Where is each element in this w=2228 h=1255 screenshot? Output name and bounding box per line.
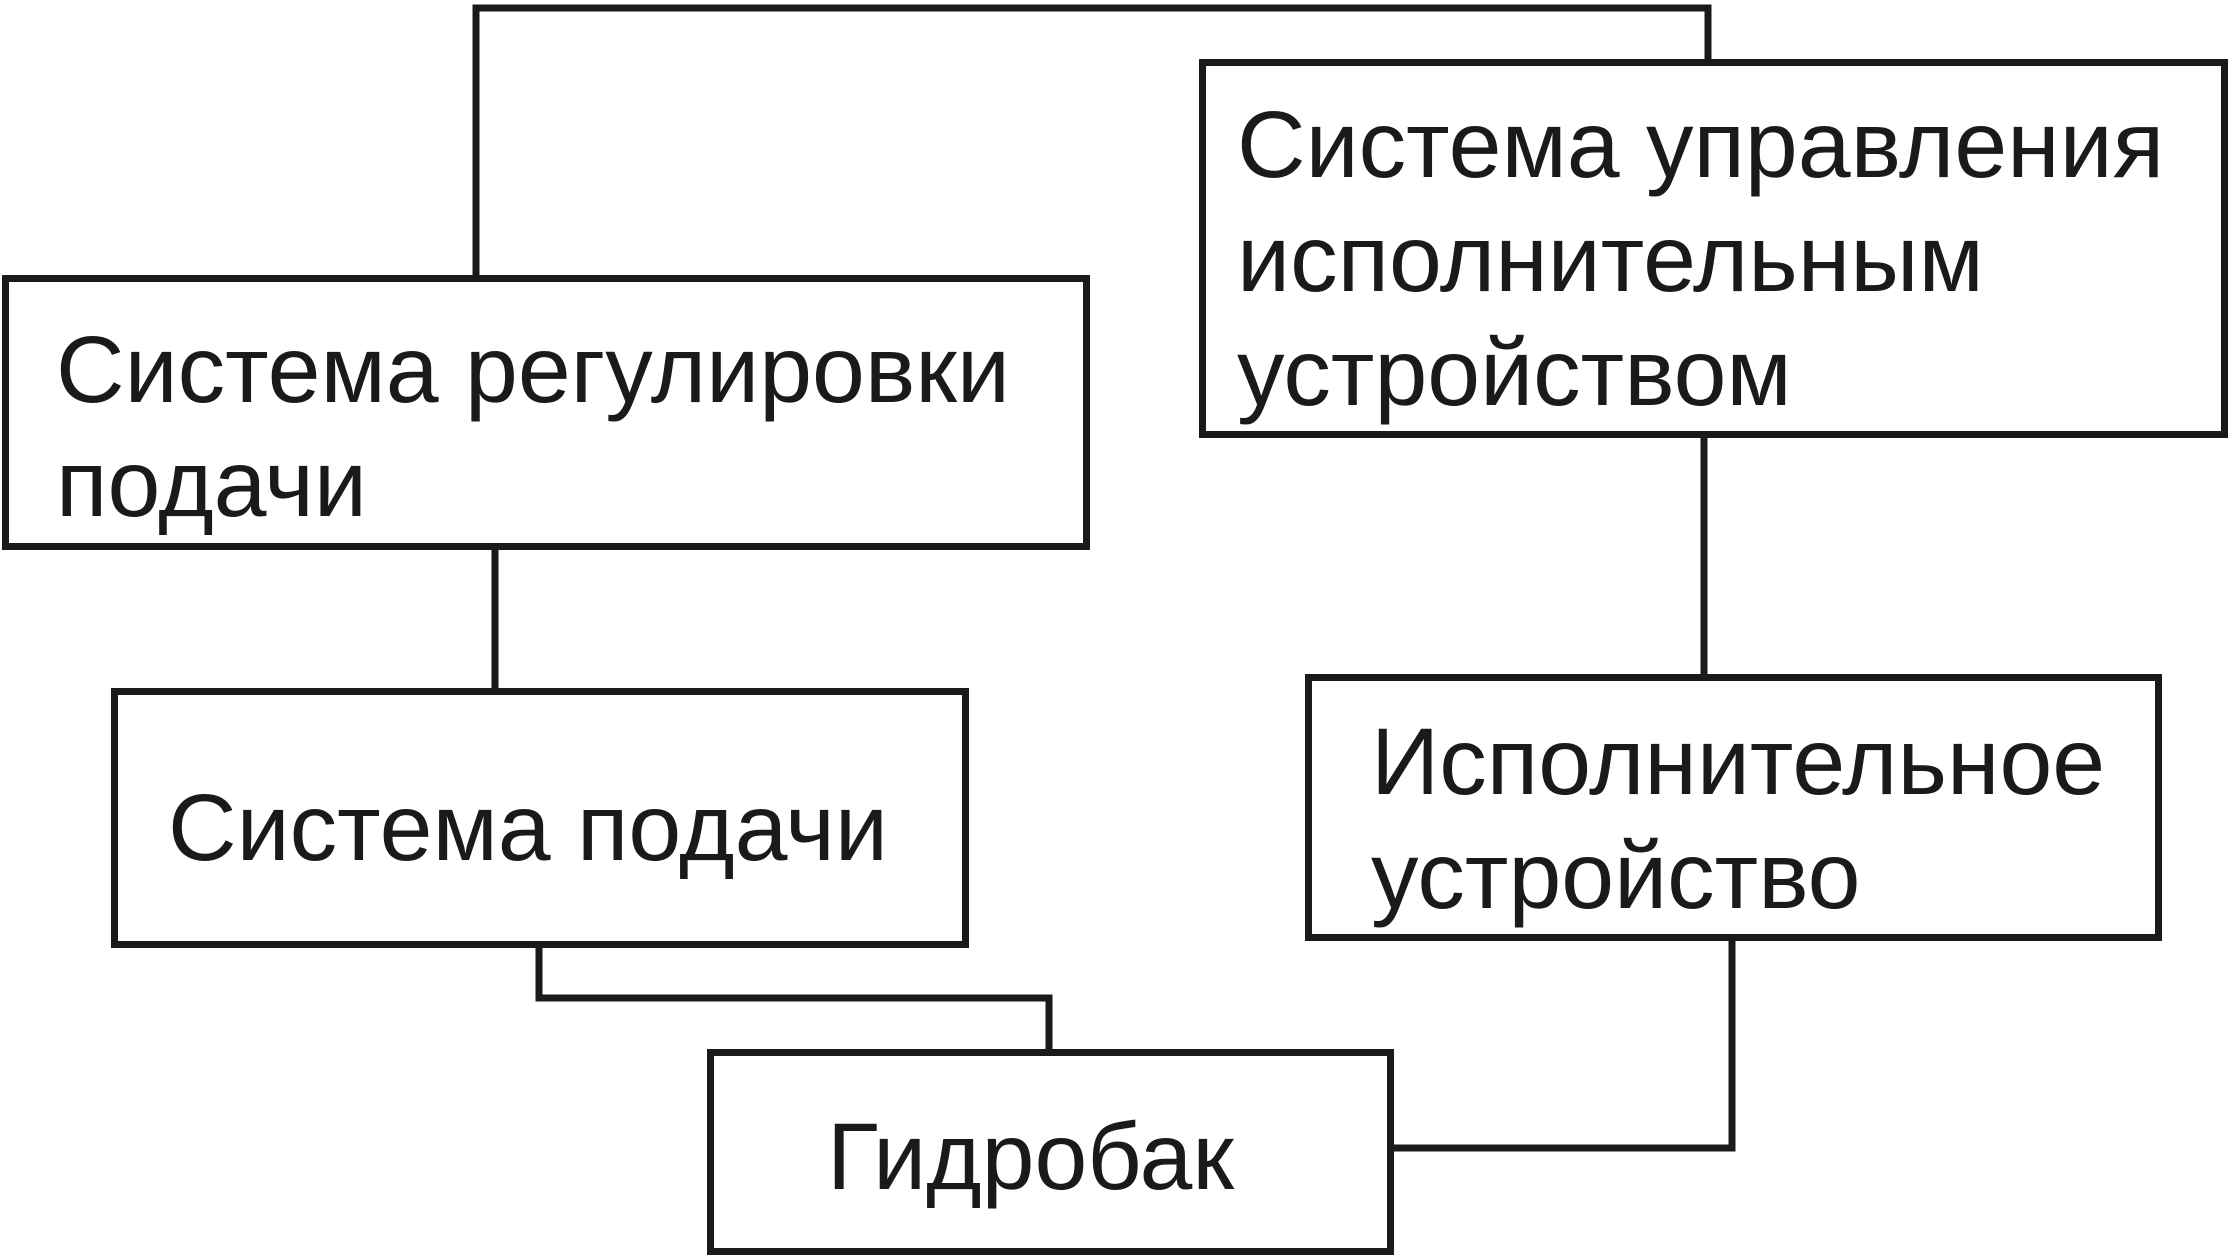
box-text-line: Исполнительное <box>1371 709 2106 815</box>
box-text-line: Система подачи <box>168 775 888 881</box>
feed-regulation-box: Система регулировки подачи <box>2 275 1090 550</box>
hydro-tank-box: Гидробак <box>707 1049 1394 1255</box>
actuator-box: Исполнительное устройство <box>1305 674 2162 941</box>
connector-feed-to-tank <box>535 940 1053 1057</box>
box-text-line: устройством <box>1237 320 1792 426</box>
actuator-control-box: Система управления исполнительным устрой… <box>1199 59 2228 438</box>
box-text-line: Система регулировки <box>56 317 1010 423</box>
connector-regulation-to-control <box>472 4 1712 282</box>
box-text-line: Гидробак <box>827 1104 1234 1210</box>
connector-actuator-to-tank <box>1386 934 1736 1152</box>
box-text-line: устройство <box>1371 823 1861 929</box>
box-text-line: исполнительным <box>1237 206 1984 312</box>
box-text-line: Система управления <box>1237 92 2165 198</box>
box-text-line: подачи <box>56 431 367 537</box>
feed-system-box: Система подачи <box>111 688 969 948</box>
